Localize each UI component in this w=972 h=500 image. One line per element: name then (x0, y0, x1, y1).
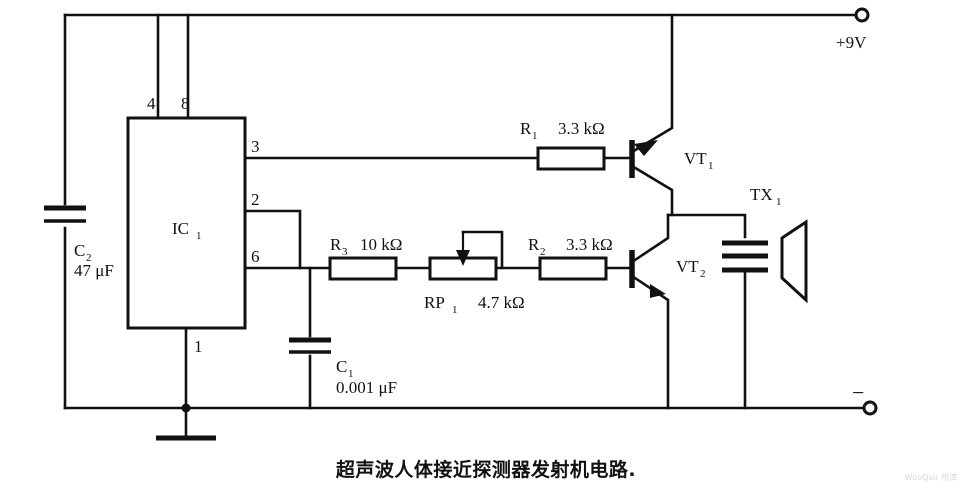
vt2-collector-lead (630, 213, 670, 264)
watermark-text: WooQsir 维库 (904, 473, 958, 482)
transistor-vt1: VT 1 (629, 13, 714, 217)
capacitor-c1: C 1 0.001 μF (289, 266, 397, 410)
r3-value: 10 kΩ (360, 235, 402, 254)
rp1-value: 4.7 kΩ (478, 293, 525, 312)
negative-supply-label: − (852, 380, 864, 405)
ic1-pin-2-label: 2 (251, 190, 260, 209)
r2-ref: R (528, 235, 540, 254)
vt1-emitter-lead (630, 13, 674, 154)
c2-value: 47 μF (74, 261, 114, 280)
vt1-collector-lead (630, 164, 674, 217)
ic1-pin-1-label: 1 (194, 337, 203, 356)
transducer-tx1: TX 1 (722, 185, 808, 410)
rp1-wiper-loop (461, 230, 504, 270)
ic1-pin-3-label: 3 (251, 137, 260, 156)
r2-body (538, 256, 608, 281)
figure-caption: 超声波人体接近探测器发射机电路. (335, 459, 637, 481)
r1-ref: R (520, 119, 532, 138)
positive-supply-terminal: +9V (836, 7, 870, 52)
ic1-body (126, 116, 247, 330)
ground-symbol (156, 403, 216, 441)
r3-ref: R (330, 235, 342, 254)
collector-node-branch (666, 213, 747, 239)
vt2-emitter-lead (630, 274, 670, 410)
resistor-r1: R 1 3.3 kΩ (520, 119, 634, 171)
potentiometer-rp1: RP 1 4.7 kΩ (424, 230, 542, 316)
r2-ref-sub: 2 (540, 246, 546, 258)
c2-ref: C (74, 241, 85, 260)
r1-body (536, 146, 606, 171)
resistor-r2: R 2 3.3 kΩ (528, 235, 634, 281)
vt1-ref-sub: 1 (708, 160, 714, 172)
r3-ref-sub: 3 (342, 246, 348, 258)
rp1-ref: RP (424, 293, 445, 312)
negative-terminal-circle (862, 400, 878, 416)
negative-supply-terminal: − (852, 380, 878, 416)
r3-body (328, 256, 398, 281)
tx1-ref-sub: 1 (776, 196, 782, 208)
vt1-emitter-arrow (634, 140, 658, 156)
ic1-pin2-wire (243, 209, 302, 270)
ic1-label-sub: 1 (196, 230, 202, 242)
rp1-ref-sub: 1 (452, 304, 458, 316)
ic1-block: IC 1 4 8 3 2 6 1 (126, 13, 607, 410)
c1-value: 0.001 μF (336, 378, 397, 397)
resistor-r3: R 3 10 kΩ (328, 235, 432, 281)
ic1-pin-8-label: 8 (181, 94, 190, 113)
capacitor-c2: C 2 47 μF (44, 13, 114, 410)
transistor-vt2: VT 2 (629, 213, 706, 410)
ic1-pin-4-label: 4 (147, 94, 156, 113)
positive-supply-label: +9V (836, 33, 867, 52)
c1-ref: C (336, 357, 347, 376)
ic1-label: IC (172, 219, 189, 238)
vt2-ref-sub: 2 (700, 268, 706, 280)
vt2-emitter-arrow (650, 284, 666, 298)
rp1-wiper-arrowhead (456, 250, 470, 266)
r2-value: 3.3 kΩ (566, 235, 613, 254)
ic1-pin-6-label: 6 (251, 247, 260, 266)
c1-ref-sub: 1 (348, 368, 354, 380)
tx1-ref: TX (750, 185, 773, 204)
c2-ref-sub: 2 (86, 252, 92, 264)
tx1-horn (780, 219, 808, 304)
vt2-ref: VT (676, 257, 699, 276)
r1-ref-sub: 1 (532, 130, 538, 142)
tx1-top-lead (666, 213, 747, 239)
positive-terminal-circle (854, 7, 870, 23)
vt1-ref: VT (684, 149, 707, 168)
r1-value: 3.3 kΩ (558, 119, 605, 138)
